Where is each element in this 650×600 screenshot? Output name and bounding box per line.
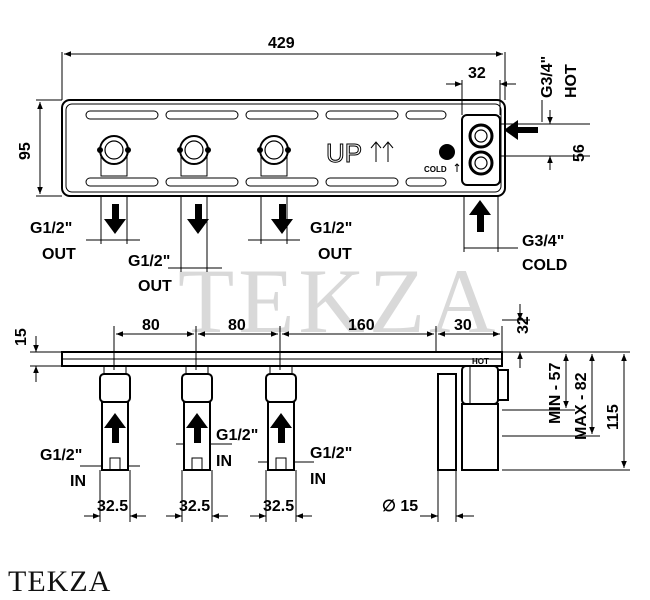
dim-80-b: 80 (228, 317, 246, 334)
brand-logo: TEKZA (8, 565, 112, 598)
outlet-arrow-3-icon (271, 204, 293, 234)
in2-size: G1/2" (216, 427, 258, 444)
pipe-stub-3 (265, 365, 297, 471)
in1-size: G1/2" (40, 447, 82, 464)
dim-115: 115 (605, 404, 622, 430)
pipe-stub-2 (181, 365, 213, 471)
dim-32-top: 32 (468, 65, 486, 82)
dim-80-a: 80 (142, 317, 160, 334)
outlet-arrow-2-icon (187, 204, 209, 234)
cold-label: COLD (522, 257, 567, 274)
inlet-arrow-1-icon (104, 413, 126, 443)
dim-30: 30 (454, 317, 472, 334)
dim-32-side: 32 (515, 316, 532, 334)
up-arrows-icon (370, 141, 394, 162)
cold-knob (439, 144, 455, 160)
out1-label: OUT (42, 246, 76, 263)
side-view: HOT 15 80 80 160 30 32 MIN - 57 (13, 304, 630, 522)
outlet-arrow-1-icon (104, 204, 126, 234)
top-view: 429 95 (17, 35, 590, 295)
watermark: TEKZA (178, 250, 499, 352)
dim-width-429: 429 (268, 35, 295, 52)
mixer-block-side (437, 365, 509, 471)
cold-small-label: COLD (424, 165, 447, 174)
in3-label: IN (310, 471, 326, 488)
pipe-stub-1 (99, 365, 131, 471)
dim-height-95: 95 (17, 142, 34, 160)
dim-56: 56 (571, 144, 588, 162)
dim-dia-15: ∅ 15 (382, 498, 418, 515)
mounting-slots (85, 110, 447, 187)
inlet-arrow-3-icon (270, 413, 292, 443)
out2-size: G1/2" (128, 253, 170, 270)
up-logo: UP (326, 138, 362, 168)
outlet-3 (257, 135, 291, 177)
dim-max: MAX - 82 (573, 372, 590, 440)
out1-size: G1/2" (30, 220, 72, 237)
plate-hot-text: HOT (472, 357, 489, 366)
outlet-2 (177, 135, 211, 177)
in3-size: G1/2" (310, 445, 352, 462)
hot-inlet-arrow-icon (504, 120, 538, 140)
cold-size: G3/4" (522, 233, 564, 250)
dim-32-5-b: 32.5 (179, 498, 210, 515)
out3-size: G1/2" (310, 220, 352, 237)
dim-32-5-a: 32.5 (97, 498, 128, 515)
cold-inlet-arrow-icon (469, 200, 491, 232)
out3-label: OUT (318, 246, 352, 263)
hot-label: HOT (563, 64, 580, 98)
hot-size: G3/4" (539, 56, 556, 98)
dim-160: 160 (348, 317, 375, 334)
inlet-block (461, 114, 501, 186)
dim-15: 15 (13, 328, 30, 346)
out2-label: OUT (138, 278, 172, 295)
dim-32-5-c: 32.5 (263, 498, 294, 515)
in1-label: IN (70, 473, 86, 490)
inlet-arrow-2-icon (186, 413, 208, 443)
dim-min: MIN - 57 (547, 363, 564, 424)
in2-label: IN (216, 453, 232, 470)
outlet-1 (97, 135, 131, 177)
